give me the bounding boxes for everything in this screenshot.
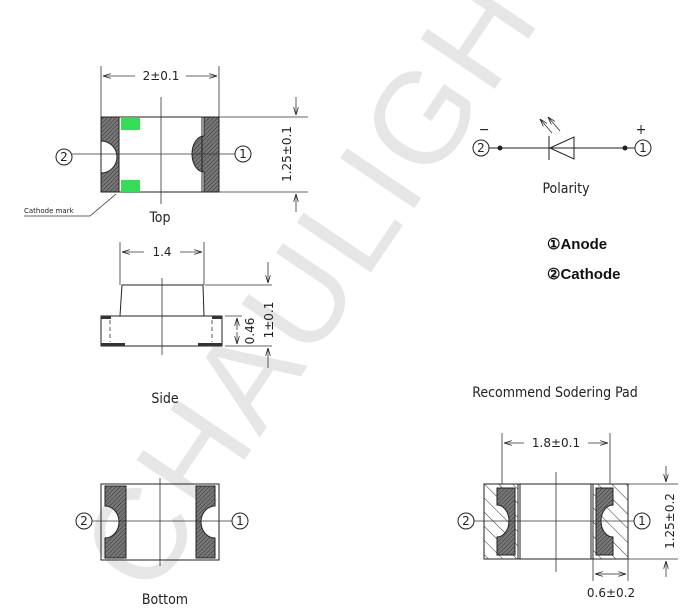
side-view: 1.4 0.46 1±0.1 Side — [100, 242, 276, 407]
side-base-dim: 0.46 — [243, 318, 257, 345]
side-height-dim: 1±0.1 — [262, 302, 276, 339]
pin1-label: 1 — [239, 147, 247, 161]
top-width-dim: 2±0.1 — [143, 69, 180, 83]
polarity-label: Polarity — [542, 181, 590, 197]
anode-legend: ①Anode — [547, 236, 607, 253]
cathode-pad — [100, 116, 120, 193]
cathode-mark-label: Cathode mark — [24, 207, 75, 215]
solder-pad-title: Recommend Sodering Pad — [472, 385, 638, 401]
pin2-label: 2 — [80, 514, 88, 528]
pad-spacing-dim: 0.6±0.2 — [587, 586, 635, 600]
pin2-label: 2 — [477, 141, 485, 155]
cathode-mark-bottom — [121, 180, 140, 192]
bottom-view-label: Bottom — [142, 592, 188, 608]
cathode-legend: ②Cathode — [547, 266, 620, 283]
top-height-dim: 1.25±0.1 — [280, 126, 294, 182]
cathode-mark-top — [121, 118, 140, 130]
anode-pad — [191, 116, 220, 193]
top-view-label: Top — [148, 210, 170, 226]
solder-pad-view: Recommend Sodering Pad 1.8±0.1 2 1 1.25±… — [457, 385, 678, 600]
pin2-label: 2 — [462, 514, 470, 528]
polarity-symbol: − + 2 1 Polarity ①Anode ②Cathode — [472, 117, 652, 283]
diode-icon — [548, 136, 575, 160]
side-view-label: Side — [151, 391, 178, 407]
pad-width-dim: 1.8±0.1 — [532, 436, 580, 450]
top-view: 2±0.1 2 1 1.25±0.1 Cathode mark Top — [24, 66, 308, 226]
pin1-label: 1 — [639, 141, 647, 155]
minus-sign: − — [479, 122, 490, 138]
watermark: CHAULIGHT — [52, 0, 613, 612]
plus-sign: + — [636, 122, 647, 138]
side-width-dim: 1.4 — [152, 245, 171, 259]
pin1-label: 1 — [236, 514, 244, 528]
pin1-label: 1 — [638, 514, 646, 528]
pin2-label: 2 — [60, 150, 68, 164]
pad-height-dim: 1.25±0.2 — [663, 493, 677, 549]
bottom-view: 2 1 Bottom — [75, 478, 249, 608]
